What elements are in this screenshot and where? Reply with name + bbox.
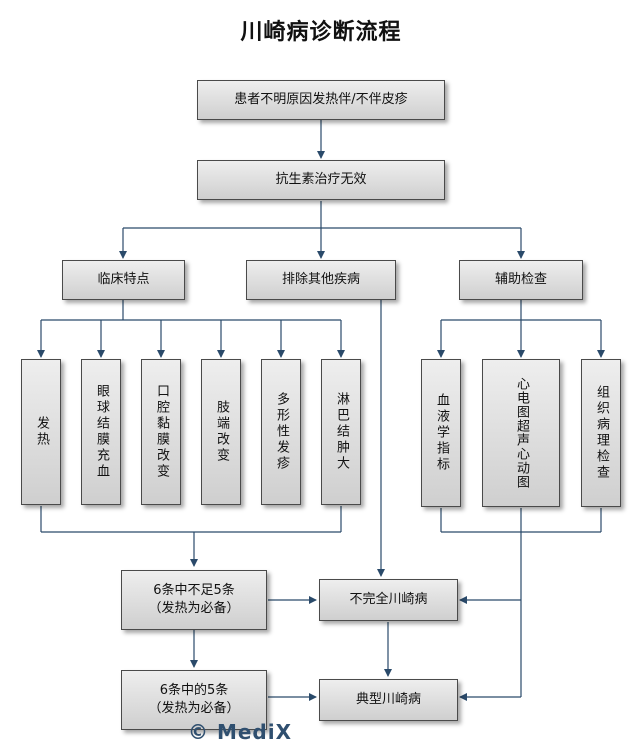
node-clinical-lymph: 淋巴结肿大 [321, 359, 361, 505]
node-antibiotic-ineffective: 抗生素治疗无效 [197, 160, 445, 200]
node-clinical-oral-mucosa: 口腔黏膜改变 [141, 359, 181, 505]
node-less-than-five: 6条中不足5条 （发热为必备） [121, 570, 267, 630]
node-five-of-six: 6条中的5条 （发热为必备） [121, 670, 267, 730]
node-aux-hematology: 血液学指标 [421, 359, 461, 507]
node-aux-ecg-echo: 心电图超声心动图 [482, 359, 560, 507]
node-clinical-fever: 发热 [21, 359, 61, 505]
node-clinical-rash: 多形性发疹 [261, 359, 301, 505]
node-auxiliary-exam: 辅助检查 [459, 260, 583, 300]
node-aux-histopathology: 组织病理检查 [581, 359, 621, 507]
watermark: © MediX [188, 720, 293, 744]
node-fever-unknown: 患者不明原因发热伴/不伴皮疹 [197, 80, 445, 120]
node-incomplete-kawasaki: 不完全川崎病 [319, 579, 458, 621]
node-clinical-features: 临床特点 [62, 260, 185, 300]
node-typical-kawasaki: 典型川崎病 [319, 679, 458, 721]
node-exclude-other: 排除其他疾病 [246, 260, 396, 300]
node-clinical-extremity: 肢端改变 [201, 359, 241, 505]
page-title: 川崎病诊断流程 [240, 20, 402, 45]
node-clinical-conjunctiva: 眼球结膜充血 [81, 359, 121, 505]
